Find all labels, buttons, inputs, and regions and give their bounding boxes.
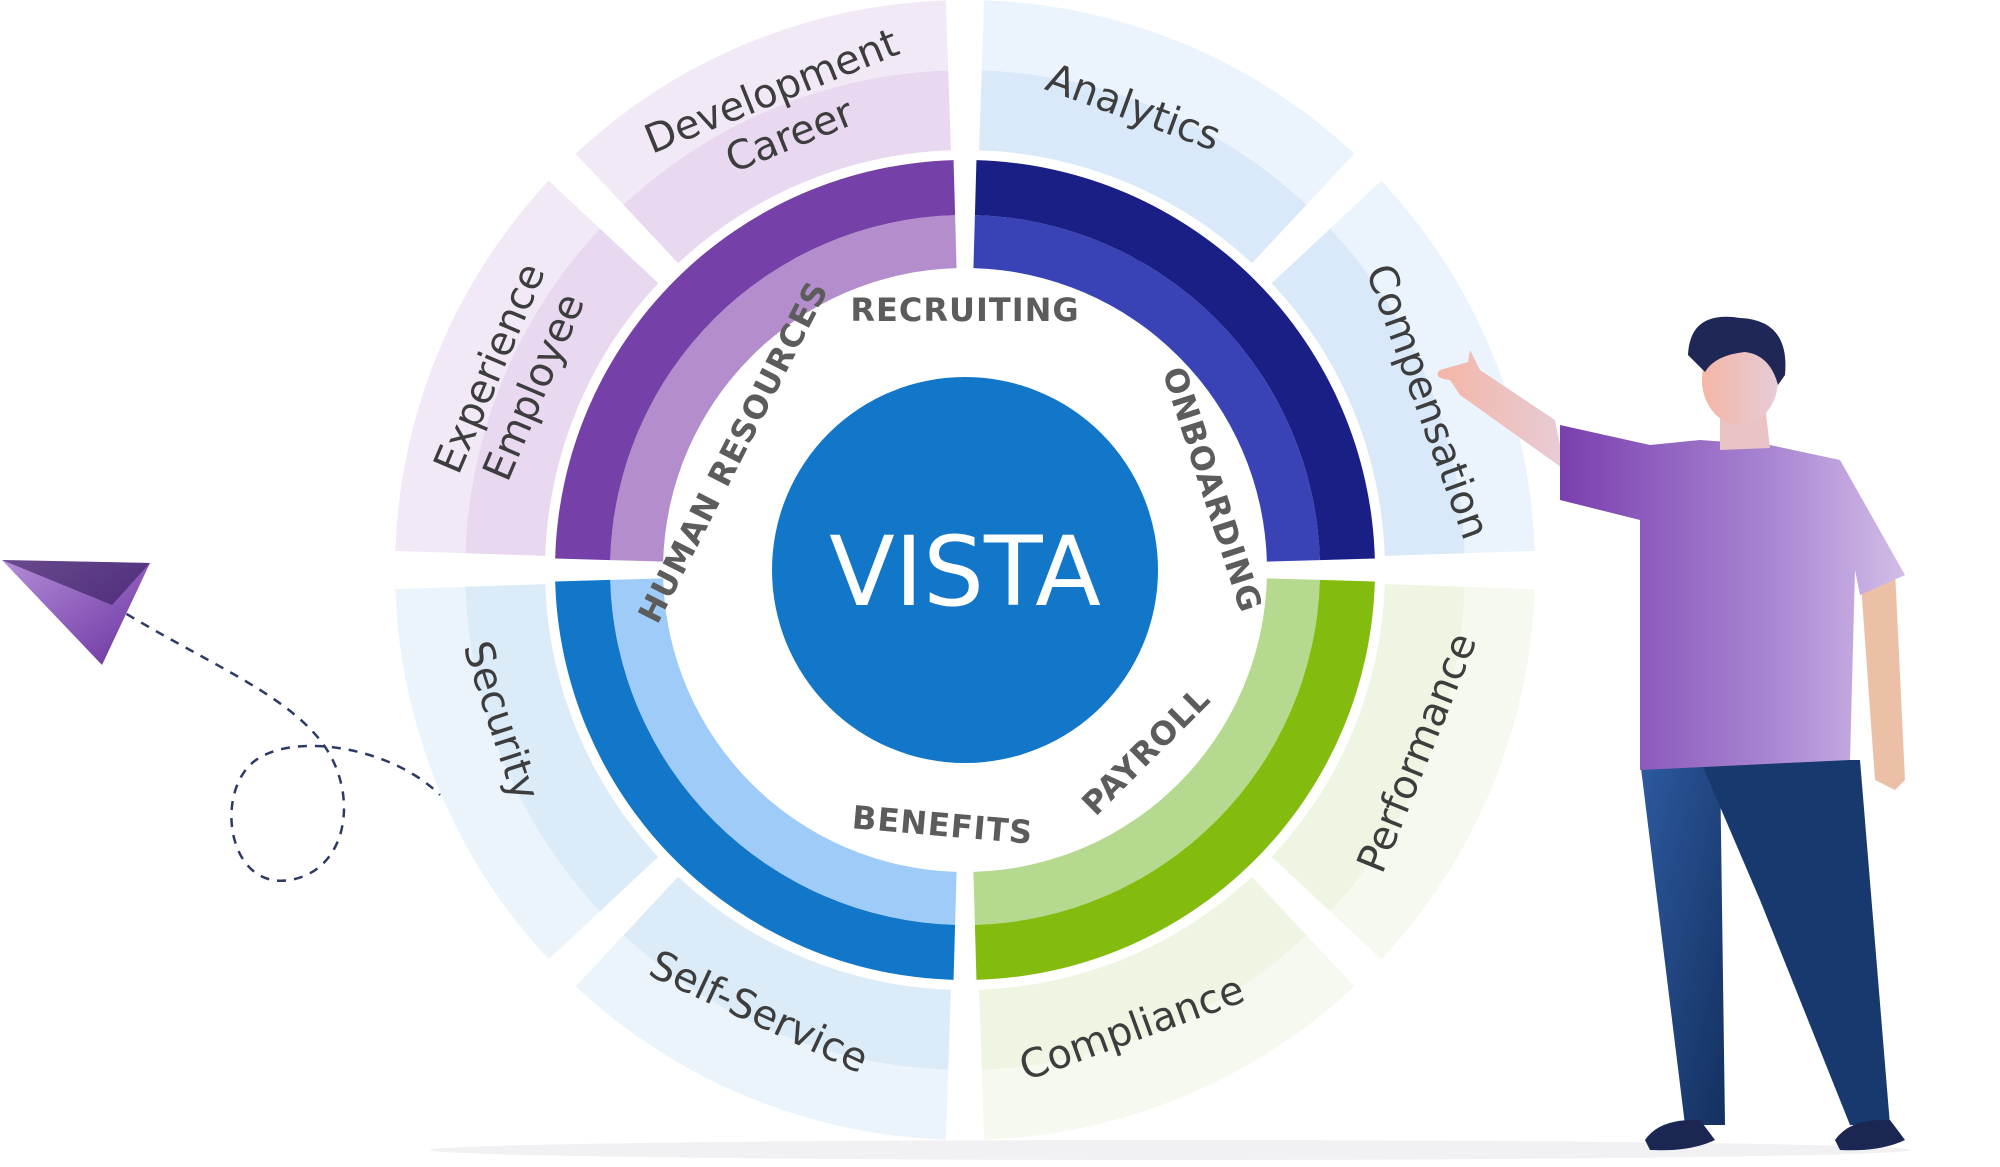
person-right-arm (1860, 570, 1905, 790)
inner-ring-label: BENEFITS (851, 798, 1035, 852)
person-hair (1688, 316, 1786, 385)
outer-segment-purple-0-inner (465, 228, 659, 556)
inner-ring-label: RECRUITING (850, 291, 1079, 329)
person-shirt (1560, 425, 1905, 770)
inner-ring-green-light (973, 578, 1320, 925)
center-title: VISTA (829, 516, 1101, 628)
person-pointing-arm (1437, 350, 1565, 470)
wheel-segments (395, 0, 1535, 1140)
ground-shadow (430, 1140, 1910, 1160)
person-right-shoe (1835, 1119, 1905, 1151)
center-circle (772, 377, 1158, 763)
outer-segment-blue-1-outer (395, 586, 600, 960)
outer-segment-navy-1-outer (1330, 180, 1535, 554)
inner-ring-purple-dark (555, 160, 956, 561)
inner-ring-purple-light (610, 215, 957, 562)
outer-segment-navy-0-inner (979, 70, 1307, 264)
outer-segment-navy-0-outer (981, 0, 1355, 205)
person-left-shoe (1645, 1119, 1715, 1151)
person-right-leg (1700, 760, 1890, 1125)
inner-ring-navy-light (973, 215, 1320, 562)
outer-segment-purple-1-outer (575, 0, 949, 205)
outer-segment-blue-0-inner (623, 876, 951, 1070)
inner-ring-navy-dark (974, 160, 1375, 561)
inner-ring-blue-dark (555, 579, 956, 980)
outer-segment-blue-0-outer (575, 935, 949, 1140)
flight-path (111, 603, 441, 882)
outer-segment-navy-1-inner (1271, 228, 1465, 556)
outer-segment-green-1-outer (981, 935, 1355, 1140)
presenter-person-illustration (1437, 316, 1905, 1151)
inner-ring-blue-light (610, 578, 957, 925)
outer-segment-purple-0-outer (395, 180, 600, 554)
outer-segment-blue-1-inner (465, 584, 659, 912)
inner-ring-green-dark (974, 579, 1375, 980)
outer-segment-purple-1-inner (623, 70, 951, 264)
paper-plane-illustration (2, 560, 441, 882)
outer-segment-green-0-inner (1271, 584, 1465, 912)
person-left-leg (1640, 760, 1725, 1125)
outer-segment-green-0-outer (1330, 586, 1535, 960)
outer-segment-green-1-inner (979, 876, 1307, 1070)
